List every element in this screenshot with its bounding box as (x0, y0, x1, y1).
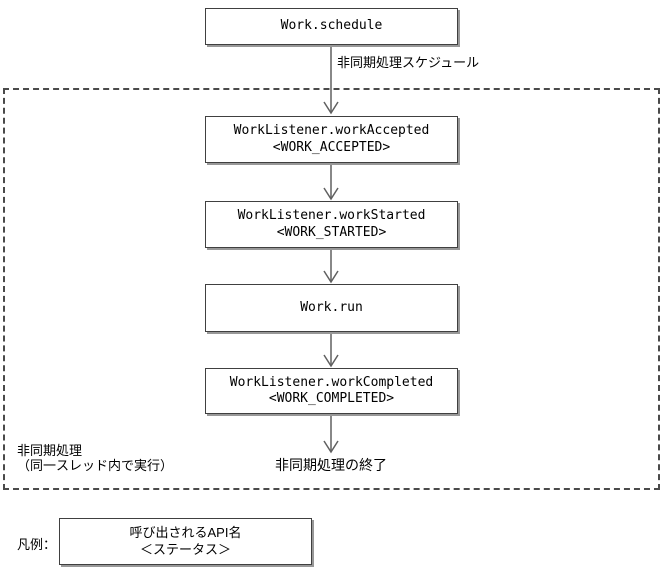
node-work-schedule-label: Work.schedule (280, 18, 383, 34)
async-region-caption-line2: （同一スレッド内で実行） (17, 458, 174, 474)
end-of-async-label: 非同期処理の終了 (275, 457, 387, 473)
node-work-accepted-api: WorkListener.workAccepted (233, 123, 430, 139)
node-work-schedule: Work.schedule (205, 8, 458, 45)
arrow-completed-to-end (323, 414, 339, 454)
node-work-completed-api: WorkListener.workCompleted (229, 374, 434, 390)
arrow-started-to-run (323, 248, 339, 284)
async-region-caption-line1: 非同期処理 (17, 443, 83, 458)
arrow-accepted-to-started (323, 163, 339, 201)
node-work-completed: WorkListener.workCompleted <WORK_COMPLET… (205, 368, 458, 414)
node-work-started-api: WorkListener.workStarted (237, 208, 426, 224)
arrow-schedule-to-accepted (323, 45, 339, 115)
node-work-started-status: <WORK_STARTED> (276, 224, 387, 240)
schedule-arrow-label: 非同期処理スケジュール (337, 55, 480, 70)
node-work-run: Work.run (205, 284, 458, 332)
node-work-completed-status: <WORK_COMPLETED> (268, 391, 395, 406)
legend-label: 凡例： (17, 537, 57, 552)
legend-box: 呼び出されるAPI名 ＜ステータス＞ (59, 518, 312, 565)
arrow-run-to-completed (323, 332, 339, 368)
node-work-accepted-status: <WORK_ACCEPTED> (272, 139, 391, 155)
node-work-run-api: Work.run (300, 299, 363, 315)
node-work-accepted: WorkListener.workAccepted <WORK_ACCEPTED… (205, 116, 458, 163)
legend-box-status: ＜ステータス＞ (139, 541, 231, 557)
async-region-caption: 非同期処理 （同一スレッド内で実行） (17, 443, 173, 474)
node-work-started: WorkListener.workStarted <WORK_STARTED> (205, 201, 458, 248)
legend-box-api-name: 呼び出されるAPI名 (129, 525, 242, 541)
